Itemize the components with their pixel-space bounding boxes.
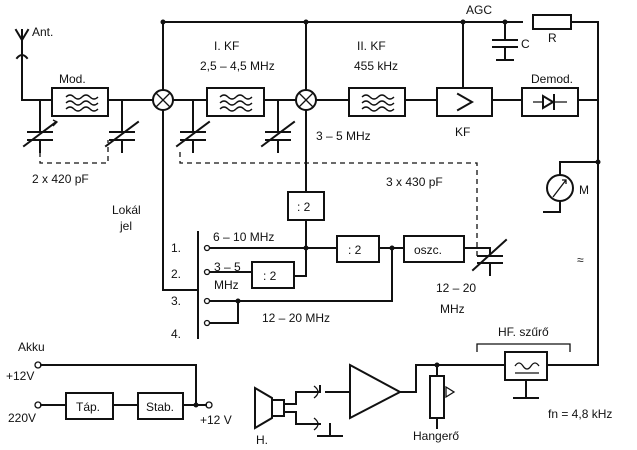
diode-icon <box>533 94 567 110</box>
v12-out-label: +12 V <box>200 413 232 427</box>
filter-wave-icon <box>65 94 99 112</box>
if2-title: II. KF <box>357 39 386 53</box>
divider-2-top <box>287 191 325 221</box>
resistor-r <box>532 14 572 30</box>
ground-icon <box>513 379 539 399</box>
meter-icon <box>546 174 574 202</box>
ground-icon <box>317 423 343 437</box>
band-3-5-label: 3 – 5 MHz <box>316 129 371 143</box>
jel-label: jel <box>119 219 132 233</box>
antenna-icon <box>14 28 30 101</box>
capacitor-icon <box>492 21 518 61</box>
variable-capacitor-icon <box>104 99 140 153</box>
lokal-label: Lokál <box>112 203 141 217</box>
mod-filter-box <box>51 87 109 117</box>
cap-mod-label: 2 x 420 pF <box>32 172 89 186</box>
c-label: C <box>521 37 530 51</box>
hf-filter-box <box>504 351 548 381</box>
gang-link-line <box>179 152 478 258</box>
audio-amplifier-icon <box>349 363 403 420</box>
kf-amplifier-box <box>436 87 493 117</box>
band-3-5-b: MHz <box>214 278 239 292</box>
filter-wave-icon <box>514 362 540 374</box>
r-label: R <box>548 31 557 45</box>
div2-label: : 2 <box>348 243 362 257</box>
if1-filter-box <box>206 87 265 117</box>
stab-box <box>137 392 184 420</box>
v220-label: 220V <box>8 411 36 425</box>
hangero-label: Hangerő <box>413 429 459 443</box>
mixer-2-icon <box>295 89 317 111</box>
v12-in-label: +12V <box>6 369 34 383</box>
band-3-5-a: 3 – 5 <box>214 260 241 274</box>
variable-capacitor-icon <box>22 99 59 153</box>
band-6-10-label: 6 – 10 MHz <box>213 230 274 244</box>
hf-filter-label: HF. szűrő <box>498 325 549 339</box>
antenna-label: Ant. <box>32 25 53 39</box>
oszc-label: oszc. <box>414 243 442 257</box>
divider-2-low <box>251 261 295 289</box>
agc-label: AGC <box>466 3 492 17</box>
variable-capacitor-icon <box>175 99 211 153</box>
if1-freq: 2,5 – 4,5 MHz <box>200 59 275 73</box>
sw2-label: 2. <box>171 267 181 281</box>
if2-filter-box <box>348 87 406 117</box>
filter-wave-icon <box>219 94 253 112</box>
if1-title: I. KF <box>214 39 239 53</box>
band-12-20-label: 12 – 20 MHz <box>262 311 330 325</box>
variable-capacitor-icon <box>463 238 508 276</box>
band-12-20-b: MHz <box>440 302 465 316</box>
sw4-label: 4. <box>171 327 181 341</box>
tap-label: Táp. <box>76 400 100 414</box>
div3-label: : 2 <box>263 269 277 283</box>
volume-potentiometer <box>429 375 445 419</box>
cap-3x-label: 3 x 430 pF <box>386 175 443 189</box>
divider-2-mid <box>336 235 380 263</box>
h-label: H. <box>256 433 268 447</box>
m-label: M <box>579 183 589 197</box>
filter-wave-icon <box>361 94 395 112</box>
mixer-1-icon <box>152 89 174 111</box>
div1-label: : 2 <box>297 200 311 214</box>
amplifier-icon <box>456 92 475 112</box>
demod-label: Demod. <box>531 72 573 86</box>
gang-link-line <box>39 140 109 164</box>
sw3-label: 3. <box>171 294 181 308</box>
sw1-label: 1. <box>171 241 181 255</box>
mod-label: Mod. <box>59 72 86 86</box>
stab-label: Stab. <box>146 400 174 414</box>
band-12-20-a: 12 – 20 <box>436 281 476 295</box>
kf-label: KF <box>455 125 470 139</box>
variable-capacitor-icon <box>260 99 296 153</box>
hf-filter-bracket <box>476 343 571 352</box>
approx-label: ≈ <box>577 253 584 267</box>
fn-label: fn = 4,8 kHz <box>548 407 612 421</box>
speaker-icon <box>254 386 285 430</box>
akku-label: Akku <box>18 340 45 354</box>
if2-freq: 455 kHz <box>354 59 398 73</box>
